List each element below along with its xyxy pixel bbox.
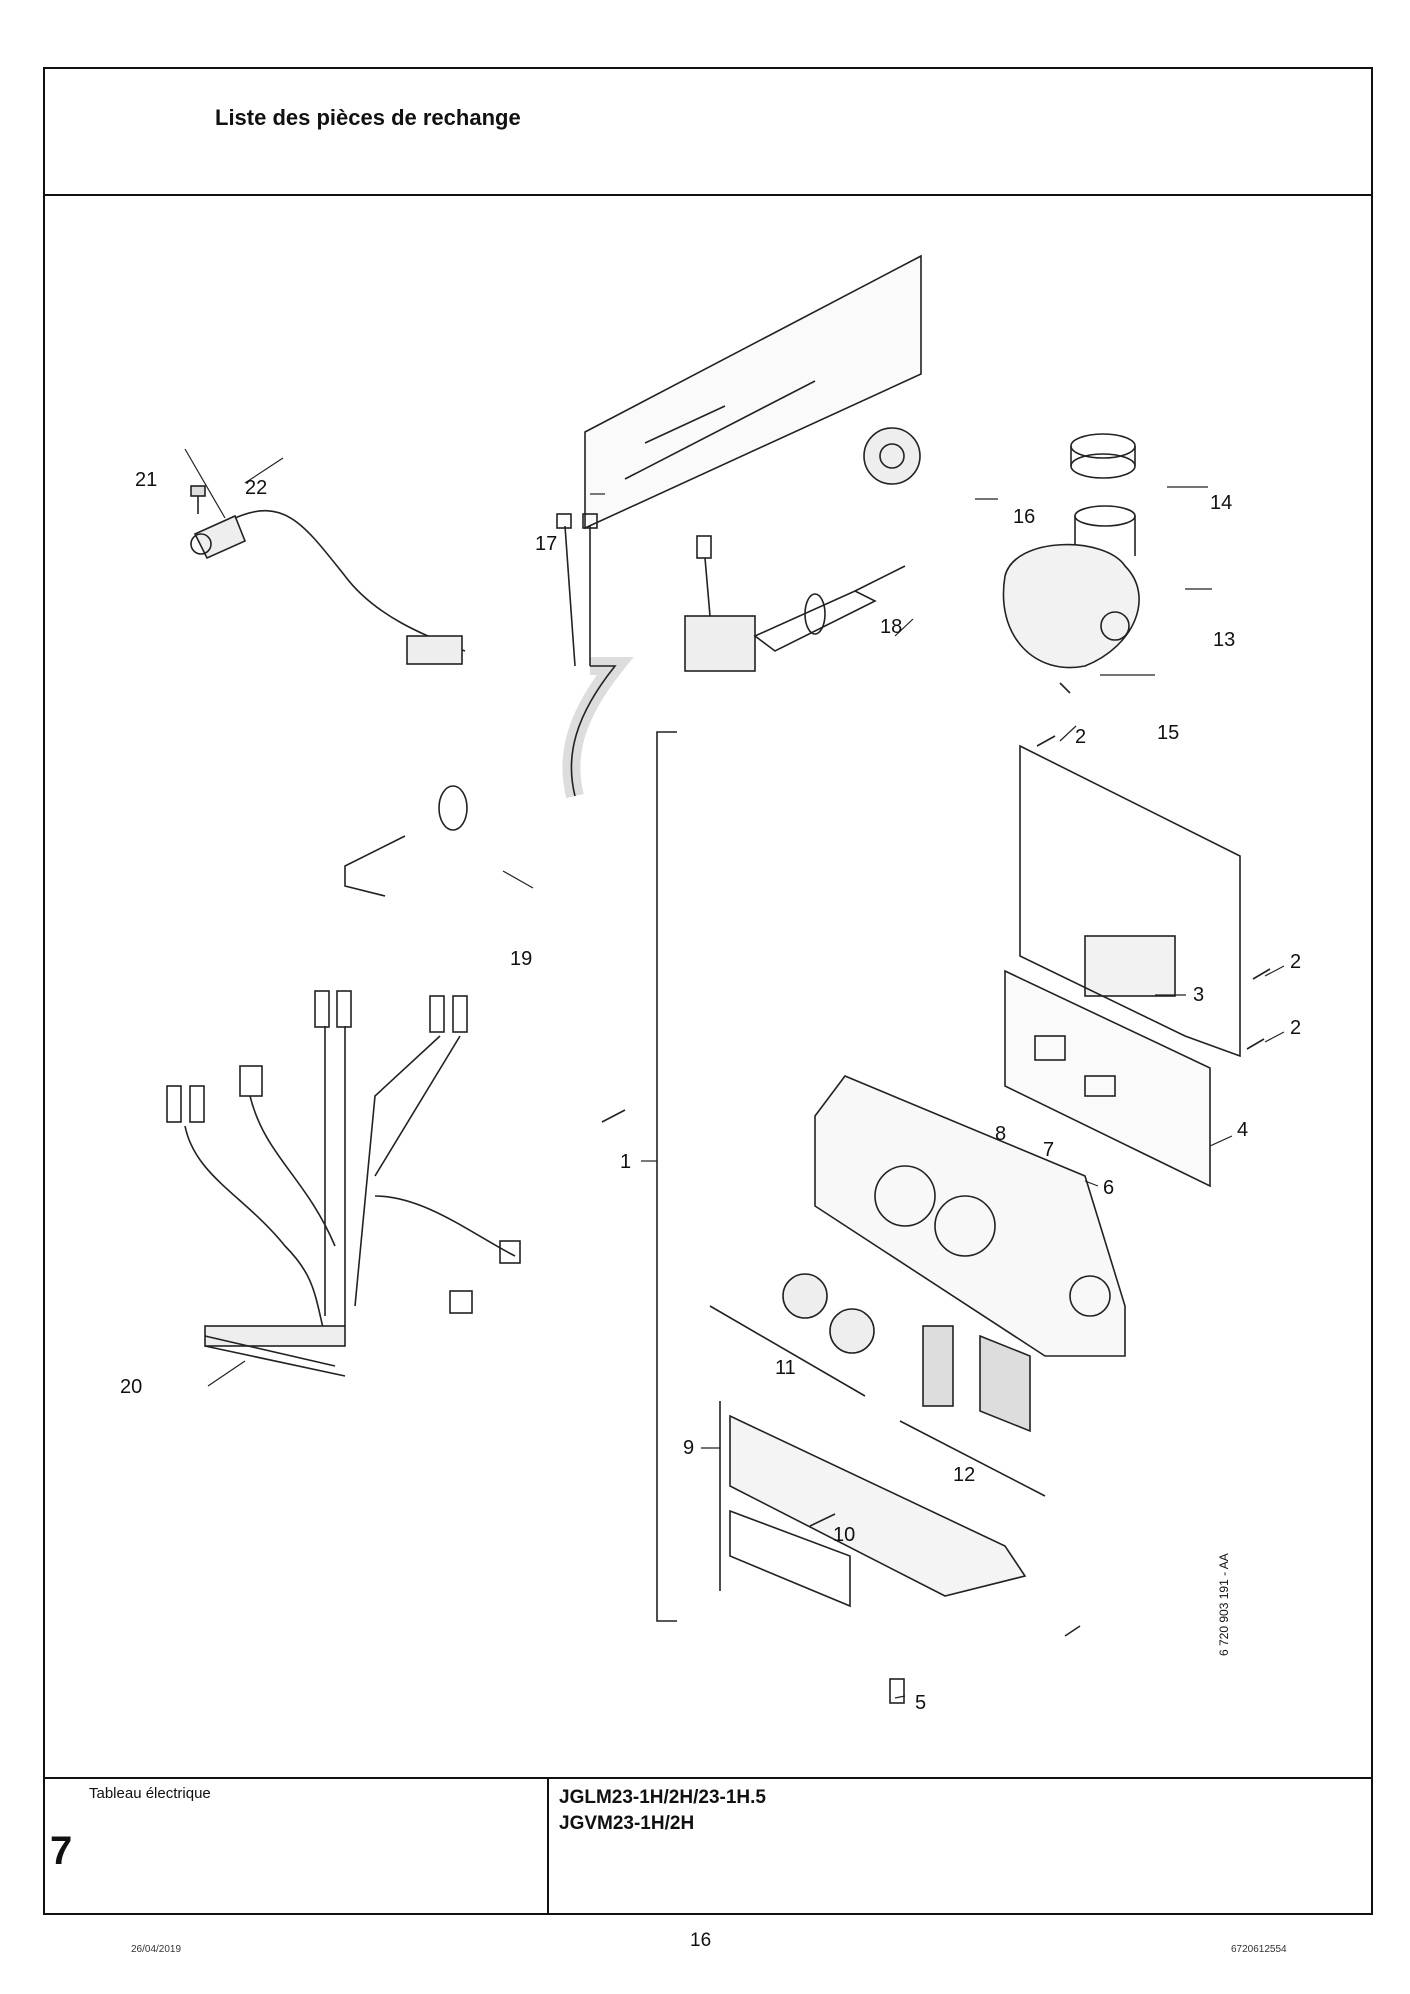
- footer-left-cell: Tableau électrique 7: [45, 1779, 549, 1913]
- part-22-screw: [190, 485, 206, 514]
- callout-8: 8: [995, 1123, 1006, 1145]
- part-11-knobs: [709, 1273, 875, 1397]
- exploded-parts-diagram: 1 2 2 2 3 4 5 6 7 8 9 10 11 12 13 14 15 …: [120, 254, 1301, 1714]
- part-1-bracket: [656, 731, 677, 1622]
- part-14-seal: [1070, 433, 1136, 479]
- callout-1: 1: [620, 1151, 631, 1173]
- part-21-sensor: [190, 509, 466, 665]
- section-number: 7: [50, 1829, 73, 1873]
- page-frame: Liste des pièces de rechange: [43, 67, 1373, 1915]
- callout-leaders: [184, 448, 1285, 1699]
- model-list: JGLM23-1H/2H/23-1H.5 JGVM23-1H/2H: [559, 1785, 766, 1837]
- page-number: 16: [690, 1930, 712, 1951]
- part-19-cable: [344, 513, 634, 897]
- callout-11: 11: [775, 1357, 796, 1379]
- callout-15: 15: [1157, 722, 1179, 744]
- part-18-ignition-unit: [684, 535, 906, 672]
- part-16-pressure-switch: [863, 427, 921, 485]
- part-17-cover-plate: [584, 254, 922, 530]
- callout-3: 3: [1193, 984, 1204, 1006]
- control-housing: [814, 1075, 1126, 1357]
- callout-21: 21: [135, 469, 157, 491]
- footer: Tableau électrique 7 JGLM23-1H/2H/23-1H.…: [45, 1777, 1371, 1913]
- callout-18: 18: [880, 616, 902, 638]
- part-2-screws: [601, 735, 1271, 1637]
- callout-14: 14: [1210, 492, 1232, 514]
- part-10-screw: [809, 1513, 836, 1527]
- callout-labels: 1 2 2 2 3 4 5 6 7 8 9 10 11 12 13 14 15 …: [120, 469, 1301, 1714]
- part-5-clip: [889, 1678, 905, 1704]
- part-4-circuit-board: [1004, 969, 1211, 1188]
- callout-12: 12: [953, 1464, 975, 1486]
- callout-9: 9: [683, 1437, 694, 1459]
- callout-2c: 2: [1290, 1017, 1301, 1039]
- callout-20: 20: [120, 1376, 142, 1398]
- callout-16: 16: [1013, 506, 1035, 528]
- callout-22: 22: [245, 477, 267, 499]
- part-15-screw: [1059, 682, 1071, 694]
- model-line-2: JGVM23-1H/2H: [559, 1813, 695, 1834]
- part-13-fan: [1002, 505, 1140, 669]
- callout-10: 10: [833, 1524, 855, 1546]
- callout-17: 17: [535, 533, 557, 555]
- part-3-transformer: [1084, 935, 1176, 997]
- callout-19: 19: [510, 948, 532, 970]
- callout-7: 7: [1043, 1139, 1054, 1161]
- section-label: Tableau électrique: [89, 1785, 211, 1802]
- part-12-covers: [899, 1325, 1046, 1497]
- page-title: Liste des pièces de rechange: [215, 105, 521, 130]
- callout-2a: 2: [1075, 726, 1086, 748]
- callout-5: 5: [915, 1692, 926, 1714]
- print-date: 26/04/2019: [131, 1944, 182, 1955]
- callout-4: 4: [1237, 1119, 1248, 1141]
- drawing-code: 6 720 903 191 - AA: [1217, 1553, 1231, 1656]
- board-backplate: [1019, 744, 1241, 1058]
- part-9-front-panel: [719, 1401, 1027, 1608]
- callout-13: 13: [1213, 629, 1235, 651]
- header: Liste des pièces de rechange: [45, 69, 1371, 196]
- callout-6: 6: [1103, 1177, 1114, 1199]
- part-20-wiring-harness: [166, 990, 521, 1377]
- model-line-1: JGLM23-1H/2H/23-1H.5: [559, 1787, 766, 1808]
- document-code: 6720612554: [1231, 1944, 1287, 1955]
- callout-2b: 2: [1290, 951, 1301, 973]
